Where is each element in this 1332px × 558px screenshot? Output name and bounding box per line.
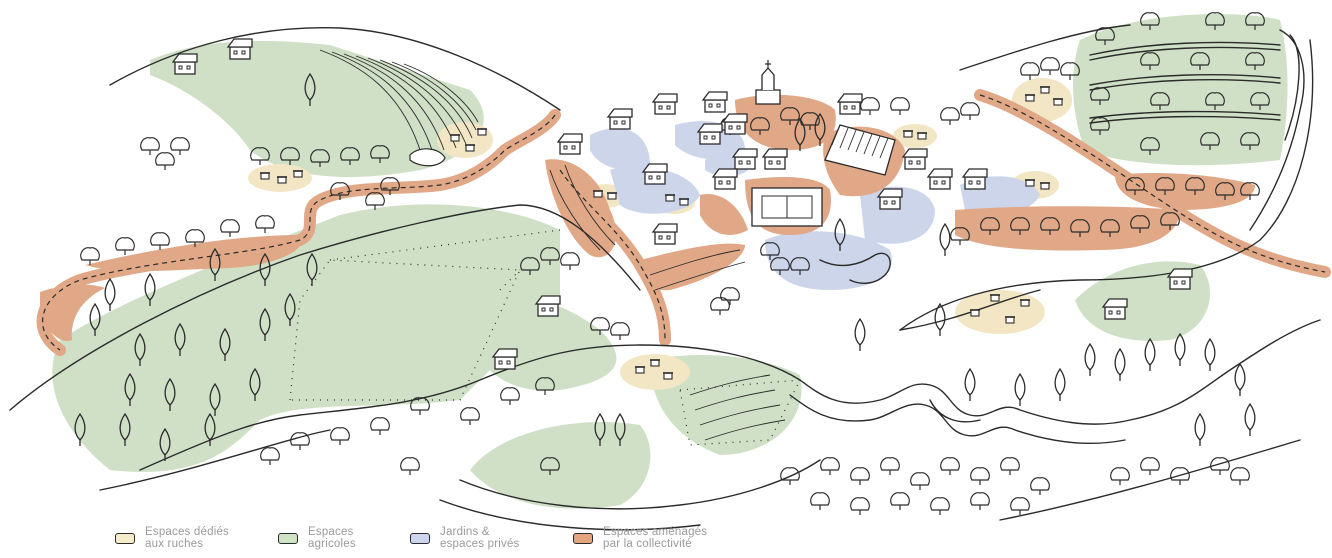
sports-field	[751, 187, 823, 227]
legend-item-collectivite: Espaces aménagés par la collectivité	[573, 526, 707, 556]
legend-item-prives: Jardins & espaces privés	[410, 526, 520, 556]
zones-agricoles	[52, 14, 1288, 509]
swatch-agricoles-icon	[278, 533, 298, 544]
buildings	[172, 38, 1193, 370]
swatch-collectivite-icon	[573, 533, 593, 544]
roads-collectivite	[36, 89, 1331, 356]
legend-label-agricoles: Espaces agricoles	[308, 526, 356, 550]
legend-item-agricoles: Espaces agricoles	[278, 526, 356, 556]
legend-label-ruches: Espaces dédiés aux ruches	[145, 526, 229, 550]
map-legend: Espaces dédiés aux ruches Espaces agrico…	[0, 522, 1332, 558]
vineyard	[319, 49, 479, 151]
flower-rows	[549, 164, 786, 441]
legend-label-prives: Jardins & espaces privés	[440, 526, 520, 550]
church-building	[755, 60, 781, 105]
swatch-ruches-icon	[115, 533, 135, 544]
field-fences	[289, 229, 802, 446]
pond	[409, 148, 446, 167]
legend-label-collectivite: Espaces aménagés par la collectivité	[603, 526, 708, 550]
hall-building	[824, 124, 896, 176]
legend-item-ruches: Espaces dédiés aux ruches	[115, 526, 229, 556]
zones-prives	[590, 121, 1040, 290]
swatch-prives-icon	[410, 533, 430, 544]
